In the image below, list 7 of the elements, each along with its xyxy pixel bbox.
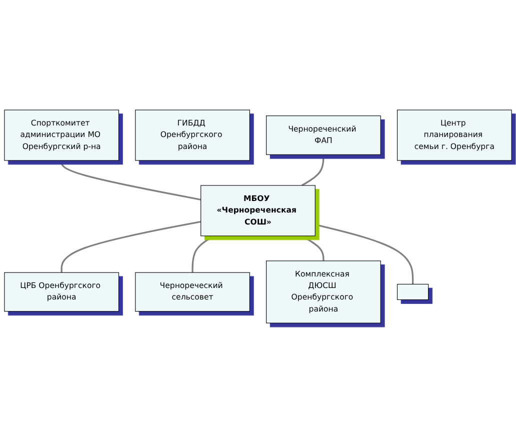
connector	[60, 160, 201, 201]
connector	[60, 220, 201, 273]
connector	[301, 154, 324, 186]
connector	[192, 235, 215, 273]
connector	[314, 224, 414, 284]
node-box	[396, 284, 429, 300]
connector	[301, 235, 324, 261]
